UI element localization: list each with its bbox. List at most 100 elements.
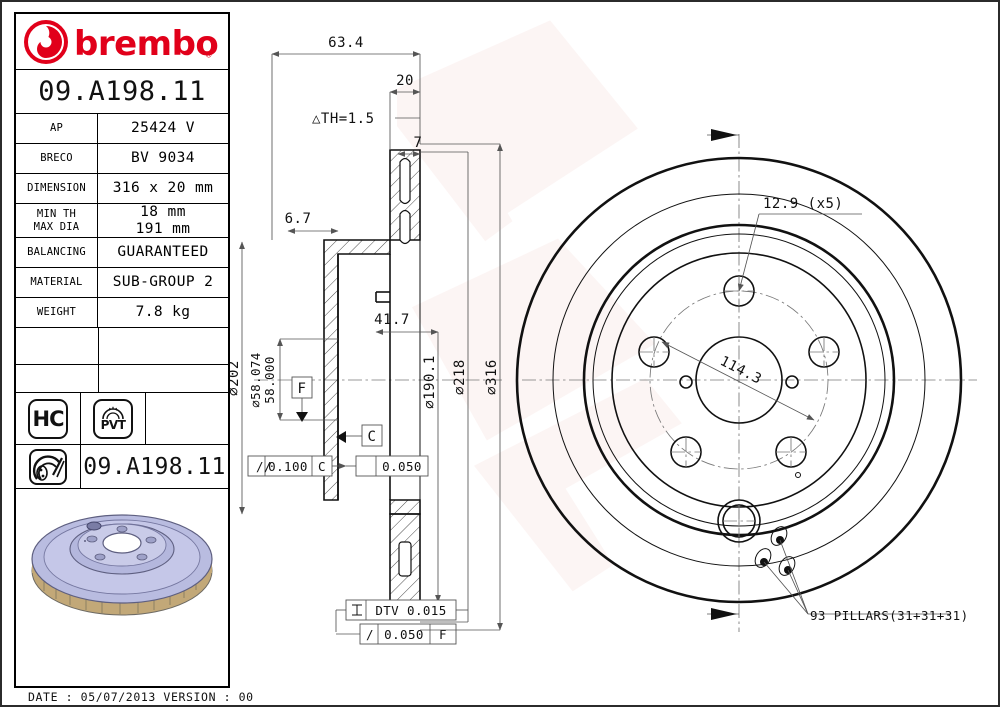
spec-row-breco: BRECO BV 9034	[16, 144, 228, 174]
spec-row-dimension: DIMENSION 316 x 20 mm	[16, 174, 228, 204]
spec-key: WEIGHT	[16, 298, 98, 327]
svg-text:C: C	[318, 459, 326, 474]
date-version-footer: DATE : 05/07/2013 VERSION : 00	[28, 690, 254, 704]
dim-inner-depth: 41.7	[374, 312, 439, 335]
part-number: 09.A198.11	[38, 76, 206, 107]
spec-row-weight: WEIGHT 7.8 kg	[16, 298, 228, 328]
svg-text:20: 20	[396, 73, 414, 89]
svg-text:7: 7	[414, 135, 423, 151]
dim-ring-thickness: 7	[397, 135, 423, 157]
spec-key: MIN TH MAX DIA	[16, 204, 98, 237]
section-friction-ring-lower	[389, 499, 421, 607]
part-number-repeat-row: 09.A198.11	[16, 445, 228, 489]
svg-text:6.7: 6.7	[285, 211, 312, 227]
svg-text:⌀58.074: ⌀58.074	[248, 352, 263, 407]
dim-overall-width: 63.4	[271, 35, 421, 240]
pilot-hole-left	[679, 375, 693, 389]
svg-text:⌀316: ⌀316	[484, 359, 500, 395]
svg-text:C: C	[368, 429, 377, 445]
brake-disc-render	[31, 514, 213, 616]
product-photo	[16, 489, 228, 632]
face-view: 12.9 (x5) 114.3 93 PILLARS(31+31+31)	[515, 129, 977, 632]
svg-text:41.7: 41.7	[374, 312, 410, 328]
spec-key: DIMENSION	[16, 174, 98, 203]
svg-text:DTV 0.015: DTV 0.015	[375, 603, 446, 618]
bolt-holes	[638, 275, 840, 468]
dim-hat-width: 20	[389, 73, 421, 150]
svg-text:F: F	[298, 381, 307, 397]
badges-empty-cell	[146, 393, 228, 444]
pvt-badge-cell: PVT	[81, 393, 146, 444]
spec-value: 316 x 20 mm	[112, 180, 214, 197]
svg-text:⌀190.1: ⌀190.1	[422, 355, 438, 409]
spec-row-blank-1	[16, 328, 228, 365]
svg-text:0.050: 0.050	[384, 627, 424, 642]
disc-vent-edge	[552, 193, 926, 567]
spec-value: 25424 V	[131, 120, 195, 137]
flatness-frame: 0.050	[211, 455, 429, 477]
spec-value: 18 mm 191 mm	[135, 204, 191, 237]
pvt-badge: PVT	[93, 398, 133, 439]
section-arrow-top	[707, 129, 739, 141]
hc-badge: HC	[28, 398, 68, 439]
section-arrow-bottom	[707, 608, 739, 620]
registered-mark: ®	[206, 51, 212, 61]
disc-pad-icon-cell	[16, 445, 81, 488]
disc-arc-icon	[102, 406, 124, 419]
brembo-mark	[24, 19, 68, 64]
spec-key: MATERIAL	[16, 268, 98, 297]
spec-key: BRECO	[16, 144, 98, 173]
spec-key: BALANCING	[16, 238, 98, 267]
spec-value: 7.8 kg	[135, 304, 191, 321]
svg-text:△TH=1.5: △TH=1.5	[312, 111, 375, 127]
dim-bore-diameter: ⌀58.074 58.000	[248, 338, 338, 421]
spec-value: SUB-GROUP 2	[112, 274, 214, 291]
spec-row-material: MATERIAL SUB-GROUP 2	[16, 268, 228, 298]
svg-text:0.050: 0.050	[382, 459, 422, 474]
dim-hat-diameter: ⌀202	[226, 241, 245, 515]
dtv-frame: DTV 0.015	[335, 599, 468, 632]
bolt-hole-callout: 12.9 (x5)	[737, 196, 862, 292]
pcd-callout: 114.3	[661, 341, 815, 421]
spec-value: GUARANTEED	[117, 244, 209, 261]
spec-row-blank-2	[16, 365, 228, 393]
datum-f: F	[291, 376, 313, 422]
spec-row-balancing: BALANCING GUARANTEED	[16, 238, 228, 268]
parallelism-frame: // 0.100 C	[247, 455, 342, 477]
runout-frame: / 0.050 F	[336, 623, 457, 645]
svg-text:⌀202: ⌀202	[226, 360, 242, 396]
brembo-wordmark: brembo	[74, 24, 218, 64]
part-number-row: 09.A198.11	[16, 70, 228, 114]
dim-th-delta: △TH=1.5	[312, 111, 420, 127]
svg-text:12.9 (x5): 12.9 (x5)	[763, 196, 843, 212]
spec-value: BV 9034	[131, 150, 195, 167]
svg-text:0.100: 0.100	[268, 459, 308, 474]
svg-text://: //	[256, 459, 272, 474]
spec-row-minth-maxdia: MIN TH MAX DIA 18 mm 191 mm	[16, 204, 228, 238]
badges-row: HC PVT	[16, 393, 228, 445]
dim-outer-diameter: ⌀316	[484, 143, 503, 631]
part-number-repeat: 09.A198.11	[83, 453, 226, 480]
datum-c: C	[336, 424, 383, 447]
pillars-callout: 93 PILLARS(31+31+31)	[754, 526, 968, 623]
dim-inner-ring-diameter: ⌀190.1	[422, 332, 441, 603]
spec-row-ap: AP 25424 V	[16, 114, 228, 144]
information-block: brembo ® 09.A198.11 AP 25424 V BRECO BV …	[14, 12, 230, 688]
pilot-hole-right	[785, 375, 799, 389]
svg-text:58.000: 58.000	[262, 356, 277, 404]
pvt-badge-label: PVT	[100, 418, 126, 432]
svg-text:F: F	[439, 627, 447, 642]
disc-outer-edge	[515, 156, 963, 604]
hc-badge-cell: HC	[16, 393, 81, 444]
svg-text:⌀218: ⌀218	[452, 359, 468, 395]
brembo-logo: brembo ®	[16, 14, 228, 70]
svg-text:/: /	[366, 627, 374, 642]
svg-text:63.4: 63.4	[328, 35, 364, 51]
hc-badge-label: HC	[32, 406, 65, 431]
dim-mid-diameter: ⌀218	[452, 152, 469, 622]
dim-hat-offset: 6.7	[285, 211, 339, 234]
section-friction-ring-upper	[389, 149, 421, 245]
spec-key: AP	[16, 114, 98, 143]
disc-pad-icon	[29, 448, 67, 485]
